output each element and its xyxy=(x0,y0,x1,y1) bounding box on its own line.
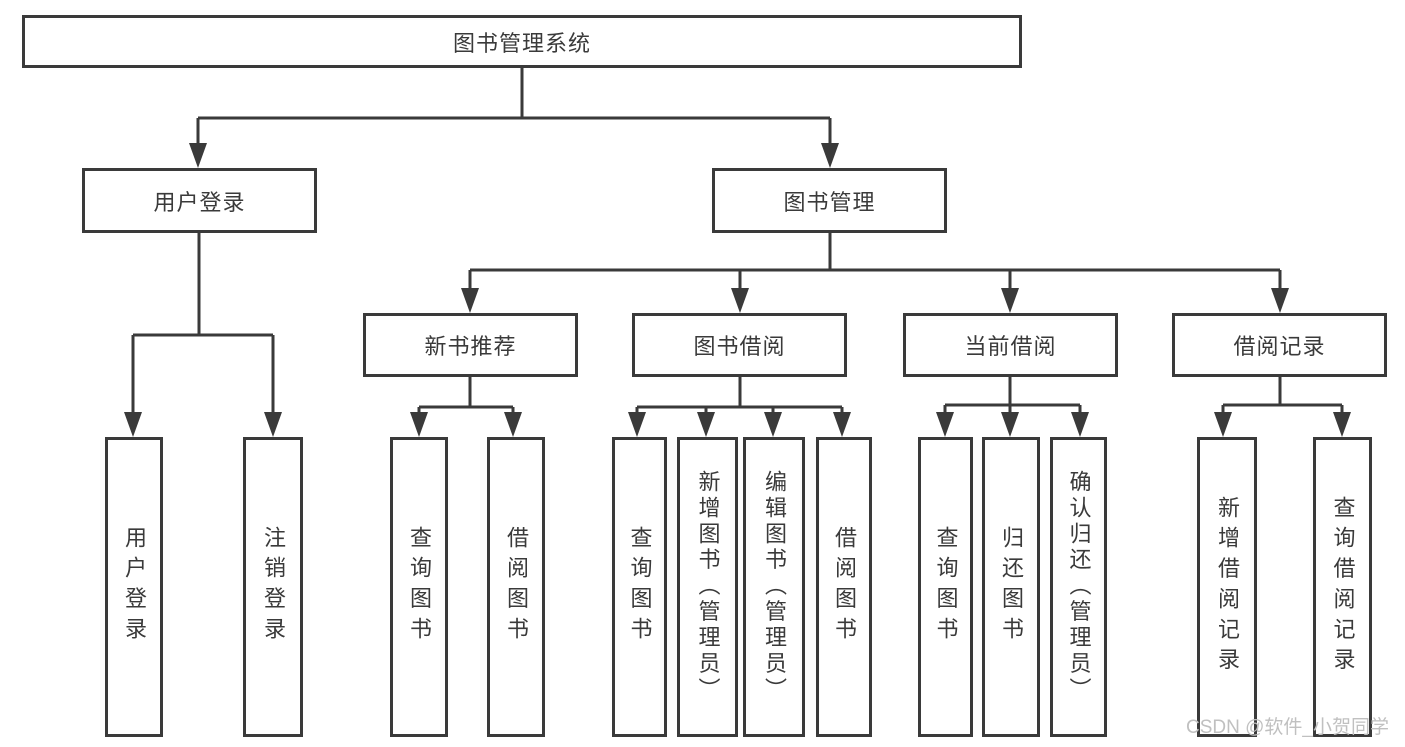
node-new-book-recommend: 新书推荐 xyxy=(363,313,578,377)
leaf-add-books-admin: 新增图书（管理员） xyxy=(677,437,738,737)
node-book-borrow: 图书借阅 xyxy=(632,313,847,377)
leaf-borrow-books-recommend-label: 借阅图书 xyxy=(504,526,529,648)
leaf-borrow-books-borrow-label: 借阅图书 xyxy=(832,526,857,648)
leaf-borrow-books-borrow: 借阅图书 xyxy=(816,437,872,737)
leaf-return-books-label: 归还图书 xyxy=(999,526,1024,648)
connector-user-login-to-leaves xyxy=(131,233,275,416)
leaf-borrow-books-recommend: 借阅图书 xyxy=(487,437,545,737)
leaf-query-books-recommend: 查询图书 xyxy=(390,437,448,737)
node-user-login: 用户登录 xyxy=(82,168,317,233)
leaf-add-borrow-record: 新增借阅记录 xyxy=(1197,437,1257,737)
connector-root-to-level2 xyxy=(196,68,832,148)
leaf-query-books-recommend-label: 查询图书 xyxy=(407,526,432,648)
leaf-add-borrow-record-label: 新增借阅记录 xyxy=(1215,495,1240,679)
node-book-management: 图书管理 xyxy=(712,168,947,233)
leaf-query-borrow-record-label: 查询借阅记录 xyxy=(1330,495,1356,679)
node-new-book-recommend-label: 新书推荐 xyxy=(424,334,517,359)
node-root: 图书管理系统 xyxy=(22,15,1022,68)
leaf-query-books-borrow-label: 查询图书 xyxy=(627,526,653,648)
leaf-add-books-admin-label: 新增图书（管理员） xyxy=(695,470,721,704)
connector-new-book-recommend-to-leaves xyxy=(417,377,515,416)
node-borrow-records: 借阅记录 xyxy=(1172,313,1387,377)
node-book-management-label: 图书管理 xyxy=(783,189,876,215)
node-user-login-label: 用户登录 xyxy=(153,189,246,215)
node-borrow-records-label: 借阅记录 xyxy=(1233,334,1326,359)
node-root-label: 图书管理系统 xyxy=(452,30,591,56)
connector-borrow-records-to-leaves xyxy=(1221,377,1344,416)
leaf-query-books-borrow: 查询图书 xyxy=(612,437,667,737)
connector-book-borrow-to-leaves xyxy=(635,377,844,416)
leaf-logout-label: 注销登录 xyxy=(261,526,286,648)
watermark-text: CSDN @软件_小贺同学 xyxy=(1186,717,1389,738)
node-current-borrow: 当前借阅 xyxy=(903,313,1118,377)
leaf-user-login: 用户登录 xyxy=(105,437,163,737)
leaf-edit-books-admin-label: 编辑图书（管理员） xyxy=(762,470,787,704)
leaf-confirm-return-admin-label: 确认归还（管理员） xyxy=(1066,470,1092,704)
leaf-query-borrow-record: 查询借阅记录 xyxy=(1313,437,1372,737)
leaf-logout: 注销登录 xyxy=(243,437,303,737)
leaf-confirm-return-admin: 确认归还（管理员） xyxy=(1050,437,1107,737)
connector-book-management-to-level3 xyxy=(468,233,1282,292)
node-book-borrow-label: 图书借阅 xyxy=(693,334,786,359)
node-current-borrow-label: 当前借阅 xyxy=(964,334,1057,359)
leaf-return-books: 归还图书 xyxy=(982,437,1040,737)
leaf-user-login-label: 用户登录 xyxy=(122,526,147,648)
connector-current-borrow-to-leaves xyxy=(943,377,1082,416)
leaf-query-books-current: 查询图书 xyxy=(918,437,973,737)
leaf-query-books-current-label: 查询图书 xyxy=(933,526,959,648)
leaf-edit-books-admin: 编辑图书（管理员） xyxy=(743,437,805,737)
